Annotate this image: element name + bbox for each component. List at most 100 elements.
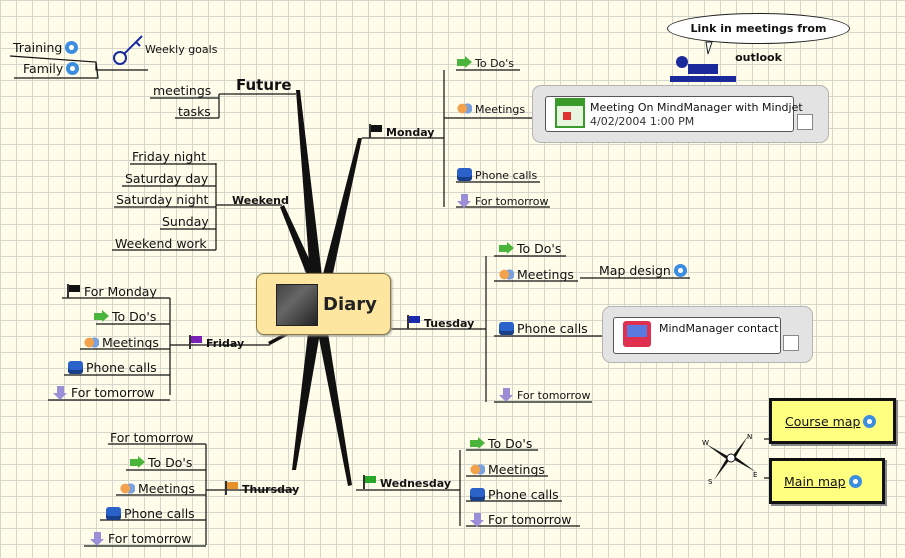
weekend-item[interactable]: Weekend work [115, 236, 207, 251]
phone-icon [106, 507, 121, 520]
friday-label: Friday [206, 337, 245, 350]
weekend-item[interactable]: Sunday [162, 214, 209, 229]
weekend-topic[interactable]: Weekend [232, 194, 289, 207]
monday-item[interactable]: Meetings [457, 102, 525, 117]
thursday-item-label: Phone calls [124, 506, 195, 521]
future-meetings[interactable]: meetings [153, 83, 212, 98]
monday-item[interactable]: Phone calls [457, 168, 537, 183]
friday-item-label: Phone calls [86, 360, 157, 375]
orange-flag-icon [224, 481, 239, 495]
meeting-card[interactable]: Meeting On MindManager with Mindjet 4/02… [532, 85, 829, 143]
monday-item[interactable]: For tomorrow [457, 194, 549, 209]
tuesday-item[interactable]: For tomorrow [499, 388, 591, 403]
tuesday-item[interactable]: To Do's [499, 241, 561, 256]
right-arrow-icon [457, 56, 472, 69]
friday-item[interactable]: For Monday [66, 284, 157, 299]
right-arrow-icon [130, 456, 145, 469]
friday-item[interactable]: For tomorrow [53, 385, 155, 400]
wednesday-item-label: To Do's [488, 436, 533, 451]
key-icon [113, 35, 143, 65]
thursday-item[interactable]: For tomorrow [90, 531, 192, 546]
goal-training[interactable]: Training [13, 40, 79, 55]
callout-bubble[interactable]: Link in meetings from outlook [667, 13, 850, 64]
down-arrow-icon [53, 386, 68, 400]
wednesday-topic[interactable]: Wednesday [362, 475, 451, 491]
weekend-item[interactable]: Saturday day [125, 171, 209, 186]
friday-item-label: Meetings [102, 335, 159, 350]
ie-icon[interactable] [673, 264, 687, 277]
tuesday-item[interactable]: Meetings [499, 267, 574, 282]
main-map-label: Main map [784, 474, 846, 489]
thursday-item[interactable]: For tomorrow [110, 430, 194, 445]
friday-item[interactable]: To Do's [94, 309, 156, 324]
contact-card[interactable]: MindManager contact [602, 306, 813, 363]
ie-icon[interactable] [65, 41, 79, 54]
monday-item-label: Phone calls [475, 169, 538, 182]
wednesday-label: Wednesday [380, 477, 452, 490]
friday-item-label: For Monday [84, 284, 157, 299]
down-arrow-icon [470, 513, 485, 527]
wednesday-item[interactable]: For tomorrow [470, 512, 572, 527]
future-tasks[interactable]: tasks [178, 104, 211, 119]
course-map-label: Course map [785, 414, 861, 429]
notes-icon[interactable] [797, 114, 813, 130]
thursday-item[interactable]: Phone calls [106, 506, 195, 521]
down-arrow-icon [90, 532, 105, 546]
weekend-item[interactable]: Saturday night [116, 192, 209, 207]
weekend-item[interactable]: Friday night [132, 149, 207, 164]
tuesday-item-label: Phone calls [517, 321, 588, 336]
calendar-icon [555, 98, 585, 128]
compass-w: W [702, 439, 709, 447]
thursday-item-label: To Do's [148, 455, 193, 470]
main-map-link[interactable]: Main map [769, 458, 885, 504]
handshake-icon [470, 463, 485, 476]
compass-icon: N S E W [702, 433, 757, 486]
tuesday-map-design[interactable]: Map design [599, 263, 687, 278]
ie-icon[interactable] [863, 415, 877, 428]
wednesday-item[interactable]: Phone calls [470, 487, 559, 502]
tuesday-topic[interactable]: Tuesday [406, 315, 474, 331]
green-flag-icon [362, 475, 377, 489]
tuesday-item-label: Meetings [517, 267, 574, 282]
course-map-link[interactable]: Course map [769, 398, 896, 444]
down-arrow-icon [499, 388, 514, 402]
wednesday-item[interactable]: To Do's [470, 436, 532, 451]
thursday-item[interactable]: Meetings [120, 481, 195, 496]
thursday-item[interactable]: To Do's [130, 455, 192, 470]
wednesday-item-label: Phone calls [488, 487, 559, 502]
purple-flag-icon [188, 335, 203, 349]
monday-item[interactable]: To Do's [457, 56, 514, 71]
handshake-icon [499, 268, 514, 281]
handshake-icon [457, 102, 472, 115]
monday-item-label: To Do's [475, 57, 515, 70]
ie-icon[interactable] [848, 475, 862, 488]
friday-item-label: To Do's [112, 309, 157, 324]
blue-flag-icon [406, 315, 421, 329]
friday-item-label: For tomorrow [71, 385, 155, 400]
thursday-label: Thursday [242, 483, 300, 496]
phone-icon [499, 322, 514, 335]
phone-icon [68, 361, 83, 374]
meeting-card-title: Meeting On MindManager with Mindjet [590, 101, 803, 114]
map-design-label: Map design [599, 263, 671, 278]
friday-item[interactable]: Phone calls [68, 360, 157, 375]
tuesday-item-label: To Do's [517, 241, 562, 256]
wednesday-item-label: For tomorrow [488, 512, 572, 527]
wednesday-item[interactable]: Meetings [470, 462, 545, 477]
compass-e: E [753, 471, 757, 479]
thursday-topic[interactable]: Thursday [224, 481, 299, 497]
contact-card-icon [623, 321, 651, 347]
notes-icon[interactable] [783, 335, 799, 351]
monday-topic[interactable]: Monday [368, 124, 434, 140]
tuesday-item[interactable]: Phone calls [499, 321, 588, 336]
central-topic[interactable]: Diary [256, 273, 391, 335]
tuesday-label: Tuesday [424, 317, 475, 330]
friday-topic[interactable]: Friday [188, 335, 244, 351]
ie-icon[interactable] [66, 62, 80, 75]
weekly-goals[interactable]: Weekly goals [145, 43, 218, 56]
black-flag-icon [368, 124, 383, 138]
goal-family[interactable]: Family [23, 61, 80, 76]
right-arrow-icon [499, 242, 514, 255]
friday-item[interactable]: Meetings [84, 335, 159, 350]
future-topic[interactable]: Future [236, 76, 292, 94]
